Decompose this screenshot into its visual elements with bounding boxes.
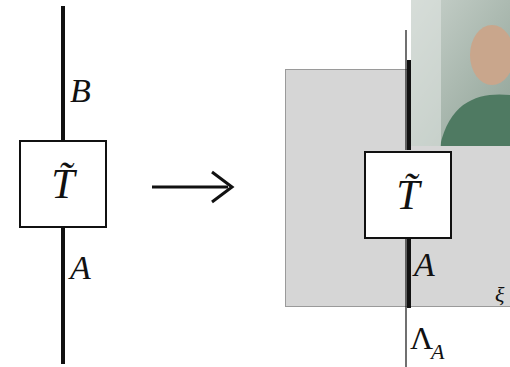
wire-label: B	[70, 74, 91, 108]
tensor-label: T̃	[51, 163, 74, 205]
shaded-region: ξ T̃	[285, 69, 510, 307]
wire-label: A	[414, 248, 435, 282]
thick-wire	[407, 60, 411, 150]
tensor-box: T̃	[364, 151, 452, 239]
thin-wire	[405, 30, 406, 150]
wire-label: A	[70, 251, 91, 285]
wire-label: A	[431, 341, 444, 363]
tensor-box: T̃	[19, 140, 107, 228]
thin-wire	[405, 238, 406, 367]
face	[470, 25, 510, 85]
arrow-shaft	[152, 186, 228, 189]
arrow-head	[212, 172, 232, 202]
window-light	[411, 0, 441, 146]
region-label: ξ	[495, 284, 504, 306]
tensor-label: T̃	[396, 174, 419, 216]
wire-label: Λ	[410, 322, 433, 354]
shirt	[440, 94, 510, 146]
thick-wire	[407, 238, 411, 308]
video-frame	[411, 0, 510, 146]
